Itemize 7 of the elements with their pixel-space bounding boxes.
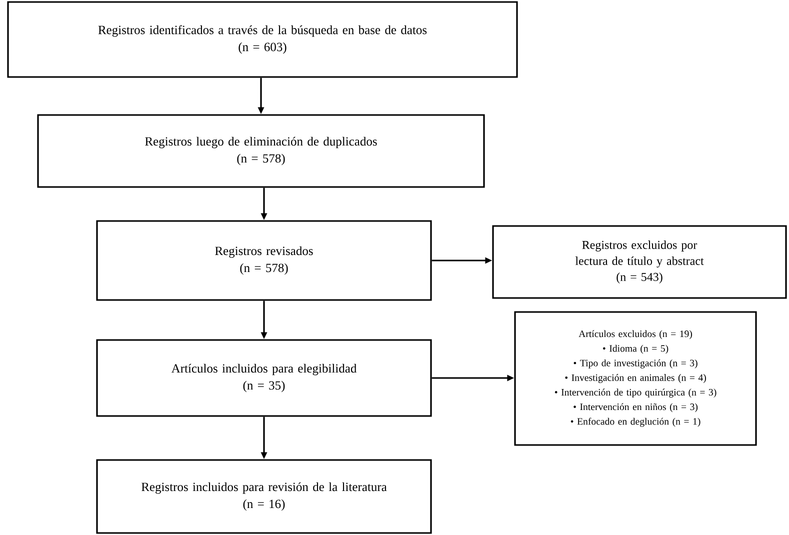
process-box: Registros identificados a través de la búsqueda en base de datos (n = 603) (7, 1, 518, 78)
process-box: Registros luego de eliminación de duplicados (n = 578) (37, 114, 485, 188)
process-box: Artículos excluidos (n = 19) • Idioma (n = 5) • Tipo de investigación (n = 3) • Investigación en animales (n = 4) • Intervención de tipo quirúrgica (n = 3) • Intervención en niños (n = 3) • Enfocado en deglución (n = 1) (514, 311, 757, 446)
process-box: Registros incluidos para revisión de la literatura (n = 16) (96, 459, 432, 534)
process-box: Registros excluidos por lectura de título y abstract (n = 543) (492, 225, 787, 299)
process-box: Artículos incluidos para elegibilidad (n = 35) (96, 339, 432, 417)
process-box: Registros revisados (n = 578) (96, 220, 432, 301)
